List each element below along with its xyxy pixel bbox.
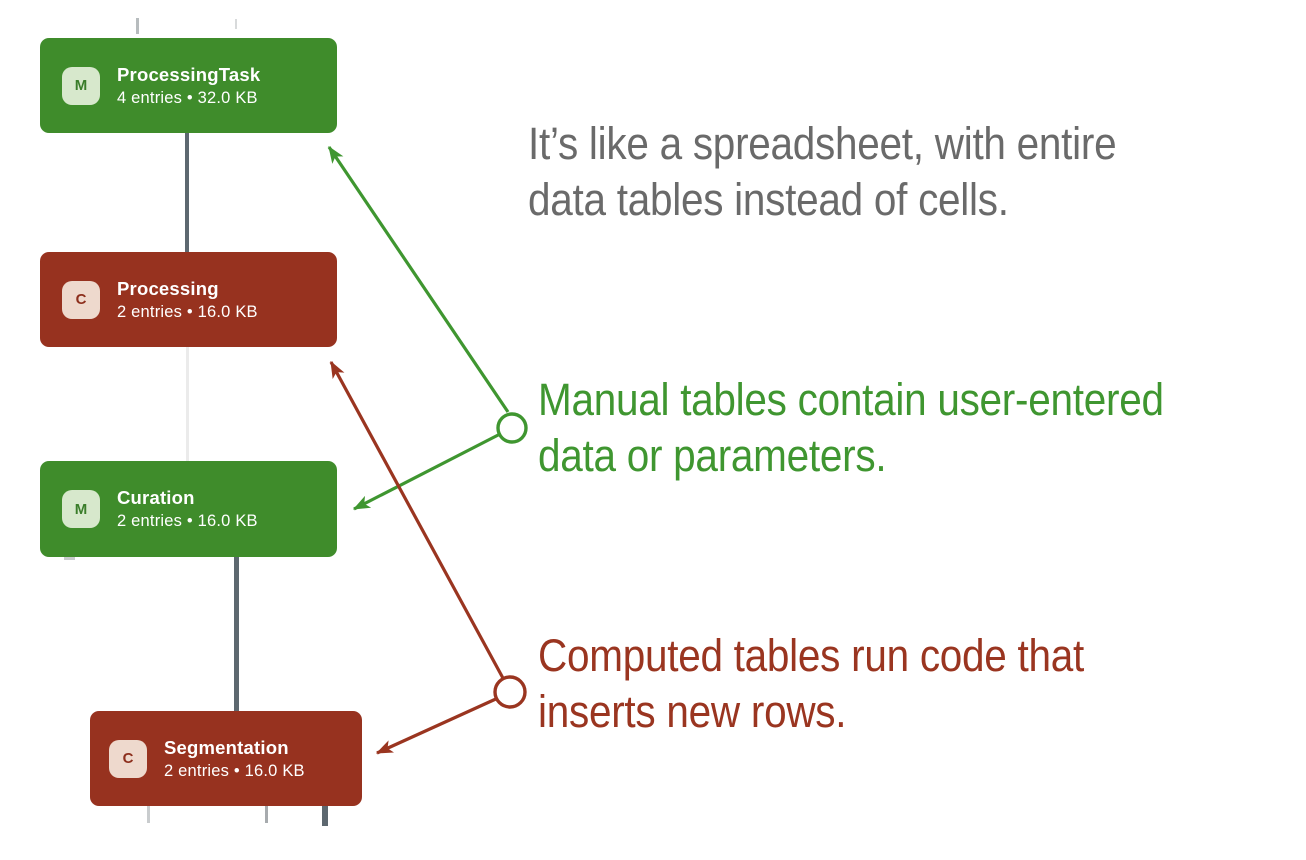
node-meta: 2 entries • 16.0 KB (164, 761, 305, 780)
intro-caption: It’s like a spreadsheet, with entire dat… (528, 116, 1117, 228)
manual-arrow-to-processingtask (327, 145, 510, 413)
table-node-segmentation[interactable]: C Segmentation 2 entries • 16.0 KB (90, 711, 362, 806)
connector-curation-segmentation (234, 557, 239, 711)
manual-table-badge: M (62, 490, 100, 528)
bottom-edge-tick (147, 806, 150, 823)
top-edge-tick (235, 19, 237, 29)
node-meta: 2 entries • 16.0 KB (117, 512, 258, 530)
manual-arrow-to-curation (352, 430, 505, 511)
computed-caption-line1: Computed tables run code that (538, 630, 1085, 681)
computed-table-badge: C (62, 280, 100, 319)
table-node-processingtask[interactable]: M ProcessingTask 4 entries • 32.0 KB (40, 38, 337, 133)
computed-caption-line2: inserts new rows. (538, 686, 847, 737)
node-meta: 2 entries • 16.0 KB (117, 302, 258, 321)
bottom-edge-tick (322, 806, 328, 826)
computed-arrow-to-segmentation (375, 696, 499, 755)
node-title: ProcessingTask (117, 63, 261, 85)
manual-callout-circle (496, 412, 528, 444)
manual-tables-caption: Manual tables contain user-entered data … (538, 372, 1164, 484)
computed-table-badge: C (109, 739, 147, 778)
connector-processingtask-processing (185, 133, 189, 252)
bottom-edge-tick (265, 806, 268, 823)
table-node-processing[interactable]: C Processing 2 entries • 16.0 KB (40, 252, 337, 347)
intro-caption-line2: data tables instead of cells. (528, 174, 1009, 225)
computed-callout-circle (493, 675, 527, 709)
node-title: Curation (117, 487, 195, 508)
table-node-curation[interactable]: M Curation 2 entries • 16.0 KB (40, 461, 337, 557)
manual-caption-line1: Manual tables contain user-entered (538, 374, 1164, 425)
manual-caption-line2: data or parameters. (538, 430, 887, 481)
top-edge-tick (136, 18, 139, 34)
node-title: Segmentation (164, 736, 289, 758)
computed-tables-caption: Computed tables run code that inserts ne… (538, 628, 1084, 740)
curation-bottom-tick (64, 555, 75, 560)
node-meta: 4 entries • 32.0 KB (117, 88, 258, 107)
node-title: Processing (117, 277, 219, 299)
intro-caption-line1: It’s like a spreadsheet, with entire (528, 118, 1117, 169)
connector-processing-curation (186, 347, 189, 461)
manual-table-badge: M (62, 66, 100, 105)
computed-arrow-to-processing (329, 360, 506, 681)
